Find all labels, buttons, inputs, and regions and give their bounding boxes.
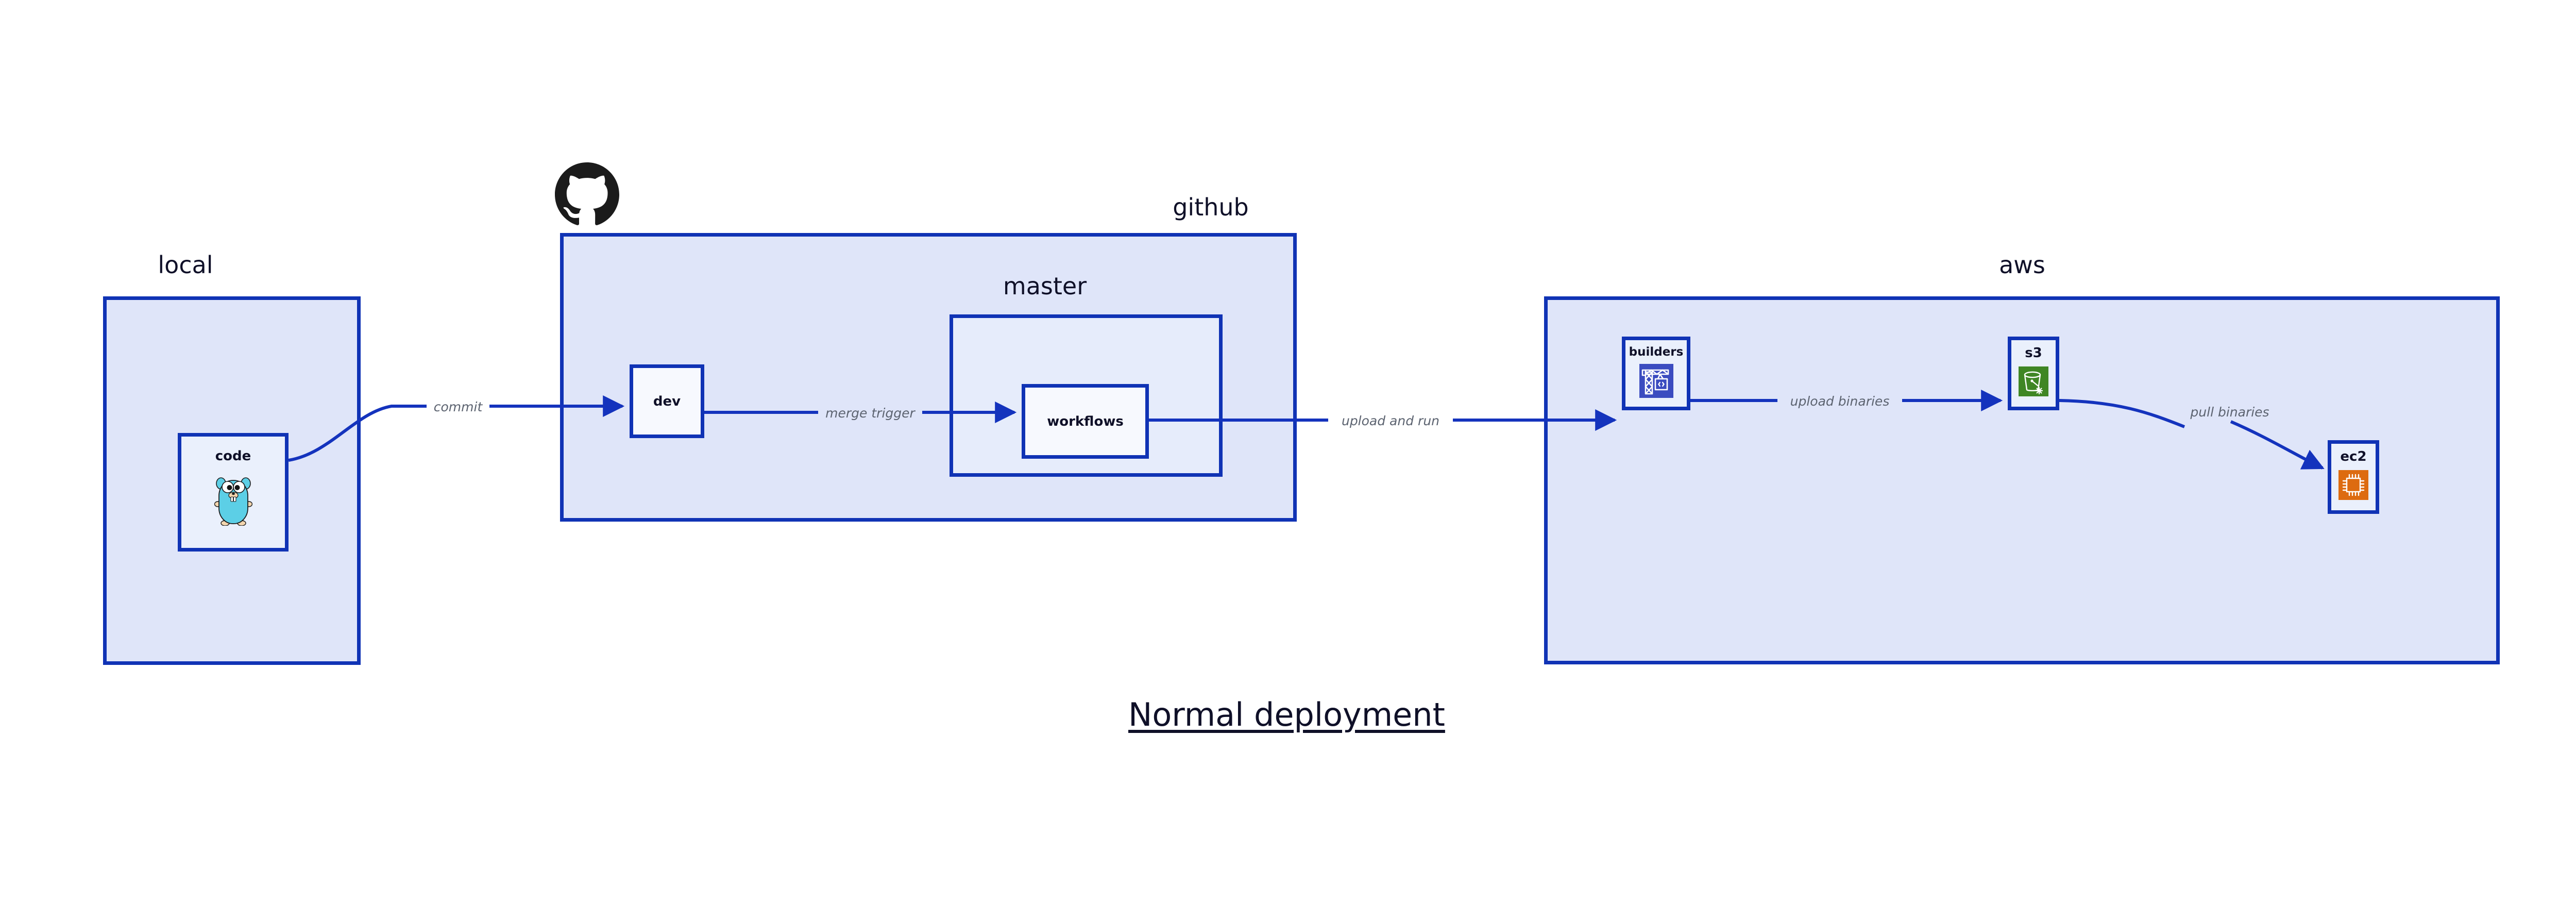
node-label-workflows: workflows <box>1047 413 1124 429</box>
node-box-builders[interactable]: builders <box>1622 337 1690 410</box>
node-label-dev: dev <box>653 393 681 409</box>
page-title: Normal deployment <box>1128 696 1445 733</box>
node-label-s3: s3 <box>2025 345 2042 361</box>
node-label-code: code <box>215 448 251 464</box>
edge-label-upload-and-run: upload and run <box>1328 413 1453 428</box>
group-label-master: master <box>1003 272 1087 300</box>
edge-label-merge-trigger: merge trigger <box>818 406 922 421</box>
edge-label-upload-binaries: upload binaries <box>1777 394 1902 409</box>
node-box-dev[interactable]: dev <box>630 364 704 438</box>
node-label-ec2: ec2 <box>2340 449 2367 464</box>
edge-label-pull-binaries: pull binaries <box>2175 405 2284 420</box>
node-box-s3[interactable]: s3 <box>2008 337 2059 410</box>
node-box-ec2[interactable]: ec2 <box>2328 440 2379 514</box>
edge-label-commit: commit <box>427 399 489 414</box>
go-gopher-icon <box>214 472 252 526</box>
group-label-local: local <box>158 251 213 279</box>
node-label-builders: builders <box>1629 345 1684 359</box>
github-octocat-icon <box>555 162 619 227</box>
node-box-workflows[interactable]: workflows <box>1022 384 1149 459</box>
node-box-code[interactable]: code <box>178 433 289 552</box>
ec2-chip-icon <box>2338 470 2368 500</box>
group-label-aws: aws <box>1999 251 2045 279</box>
crane-code-icon <box>1639 364 1673 398</box>
s3-bucket-icon <box>2019 366 2048 396</box>
group-label-github: github <box>1173 193 1249 221</box>
